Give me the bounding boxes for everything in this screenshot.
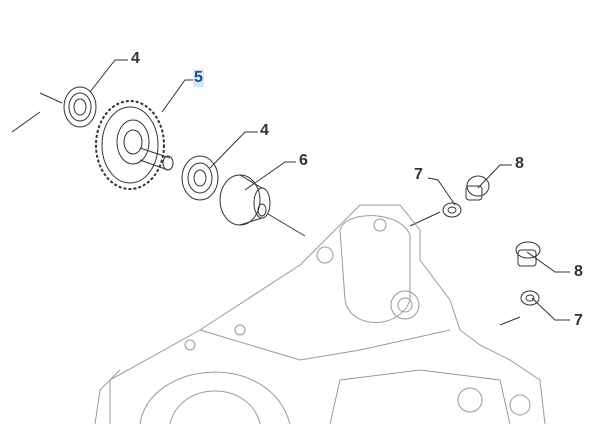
- crankcase-part: [94, 204, 546, 424]
- washer-part: [442, 202, 540, 306]
- callout-8[interactable]: 8: [574, 263, 583, 280]
- callout-5-selected[interactable]: 5: [193, 69, 204, 87]
- callout-7[interactable]: 7: [574, 312, 583, 329]
- callout-4[interactable]: 4: [260, 122, 269, 139]
- callout-4[interactable]: 4: [131, 50, 140, 67]
- callout-8[interactable]: 8: [515, 155, 524, 172]
- plug-part: [465, 175, 541, 267]
- callout-6[interactable]: 6: [299, 152, 308, 169]
- callout-7[interactable]: 7: [414, 166, 423, 183]
- leader-lines: [11, 59, 570, 326]
- bushing-part: [219, 174, 271, 226]
- bearing-part: [181, 155, 219, 201]
- bearing-part: [63, 86, 97, 128]
- gear-part: [95, 100, 174, 190]
